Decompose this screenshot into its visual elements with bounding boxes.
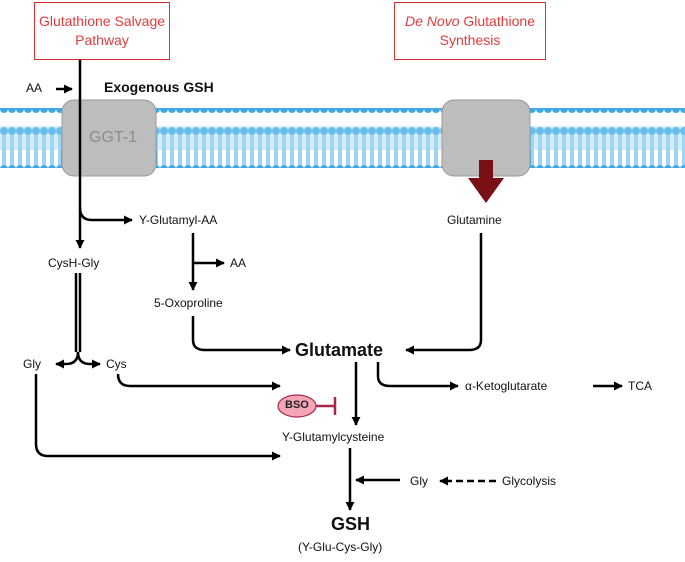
exogenous-gsh-label: Exogenous GSH	[104, 79, 214, 95]
gsh-formula-label: (Υ-Glu-Cys-Gly)	[298, 540, 383, 554]
denovo-italic: De Novo	[405, 13, 460, 29]
cysh-gly-label: CysH-Gly	[48, 256, 100, 270]
bso-inhibitor	[277, 394, 337, 418]
gly-right-label: Gly	[410, 474, 428, 488]
ketoglutarate-label: α-Ketoglutarate	[465, 379, 548, 393]
salvage-pathway-box: Glutathione Salvage Pathway	[34, 2, 170, 60]
cys-label: Cys	[106, 357, 127, 371]
glutamate-label: Glutamate	[295, 340, 384, 360]
aa-input-label: AA	[26, 81, 43, 95]
bso-label: BSO	[285, 399, 309, 411]
aa-output-label: AA	[230, 256, 247, 270]
ggt1-label: GGT-1	[89, 129, 138, 146]
glutamine-import-arrow	[468, 160, 504, 203]
tca-label: TCA	[628, 379, 652, 393]
denovo-rest: Glutathione	[459, 13, 535, 29]
denovo-title-line1: De Novo Glutathione	[395, 12, 545, 31]
glutamyl-aa-label: Υ-Glutamyl-AA	[139, 213, 218, 227]
gly-left-label: Gly	[23, 357, 41, 371]
pathway-arrows	[34, 60, 623, 511]
gsh-label: GSH	[331, 514, 371, 534]
glutamine-label: Glutamine	[447, 213, 502, 227]
denovo-synthesis-box: De Novo Glutathione Synthesis	[394, 2, 546, 60]
denovo-title-line2: Synthesis	[439, 32, 501, 48]
glycolysis-label: Glycolysis	[502, 474, 557, 488]
glutamylcysteine-label: Υ-Glutamylcysteine	[282, 430, 385, 444]
salvage-title-line1: Glutathione Salvage	[38, 13, 166, 29]
ggt1-transporter	[61, 99, 157, 177]
salvage-title-line2: Pathway	[75, 32, 129, 48]
oxoproline-label: 5-Oxoproline	[154, 296, 223, 310]
